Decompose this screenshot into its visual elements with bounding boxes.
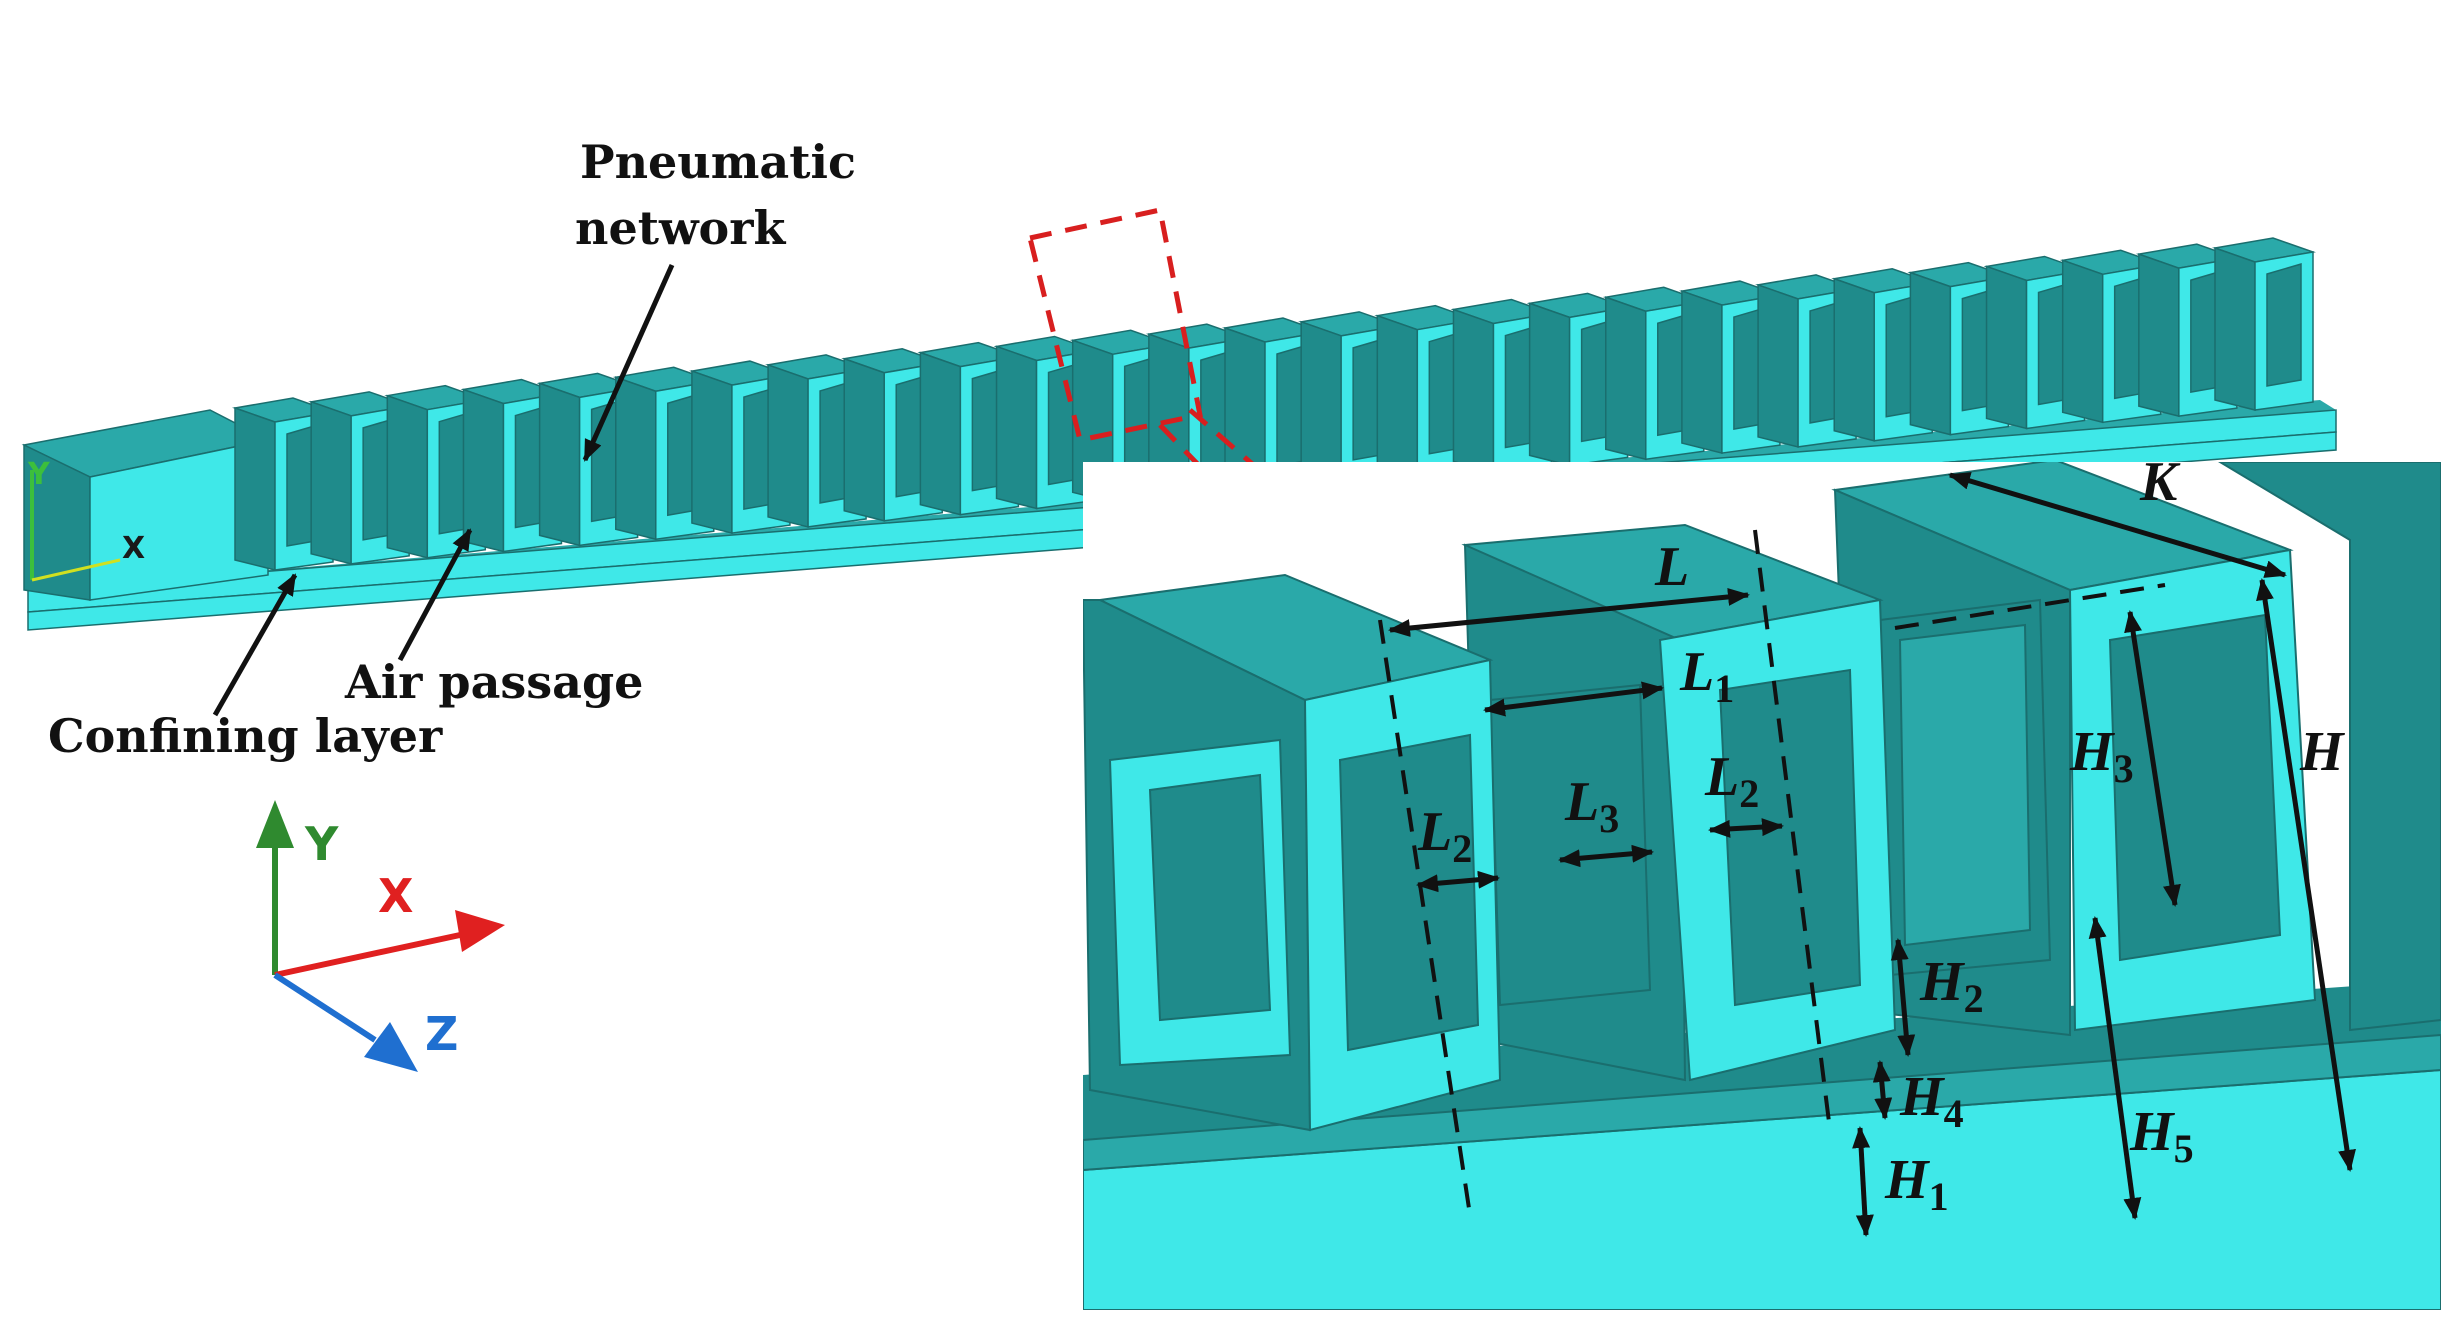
triad-z-label: Z [425, 1007, 458, 1061]
end-block-front [89, 439, 269, 601]
chamber-side [386, 394, 429, 559]
dim-L2-left: L2 [1417, 801, 1472, 871]
chamber-side [1605, 296, 1647, 461]
chamber-opening [2266, 262, 2302, 387]
dim-H3: H3 [2069, 721, 2134, 791]
chamber-side [1909, 271, 1952, 436]
chamber-side [843, 357, 885, 522]
dim-H: H [2299, 721, 2345, 783]
annotation-labels: Pneumatic network Air passage Confining … [48, 135, 856, 763]
chamber-side [310, 400, 352, 565]
dim-K: K [2139, 451, 2181, 513]
chamber-side [2138, 253, 2180, 418]
chamber-side [2061, 259, 2104, 424]
chamber-side [919, 351, 962, 516]
label-pneumatic-network-2: network [575, 201, 786, 255]
dim-L1: L1 [1679, 641, 1734, 711]
pneumatic-chambers [232, 237, 2316, 571]
chamber-side [1985, 265, 2028, 430]
dim-H1: H1 [1884, 1149, 1949, 1219]
chamber-side [767, 363, 809, 528]
chamber-side [1528, 302, 1571, 467]
chamber-side [691, 370, 733, 535]
arrow-pneumatic-network [582, 263, 675, 462]
chamber-side [1300, 320, 1342, 485]
dim-H2: H2 [1919, 951, 1984, 1021]
chamber-side [2214, 246, 2256, 411]
chamber-side [462, 388, 505, 553]
chamber-side [1757, 283, 1799, 448]
triad-y-label: Y [304, 817, 339, 871]
chamber-side [1833, 277, 1875, 442]
dim-L2-right: L2 [1704, 746, 1759, 816]
chamber-side [1452, 308, 1495, 473]
model-axis-triad: Y X [27, 457, 145, 582]
zoom-inset: L L1 L2 L3 L2 K H H3 H5 H2 H4 H1 [1083, 451, 2441, 1310]
chamber-side [234, 406, 276, 571]
model-triad-y: Y [27, 457, 51, 492]
dim-L: L [1654, 536, 1689, 598]
chamber-side [1681, 290, 1723, 455]
triad-x-label: X [378, 869, 413, 923]
inset-dimension-lines [1388, 472, 2356, 1237]
dim-H4: H4 [1899, 1066, 1964, 1136]
arrow-confining-layer [212, 573, 298, 717]
global-axis-triad: Y X Z [256, 800, 505, 1072]
dim-L3: L3 [1564, 771, 1619, 841]
chamber-side [615, 376, 657, 541]
arrow-air-passage [397, 528, 473, 662]
dim-H5: H5 [2129, 1101, 2194, 1171]
chamber-side [1376, 314, 1419, 479]
inset-chamber-left [1083, 573, 1502, 1132]
model-triad-x: X [122, 531, 145, 566]
chamber-side [995, 345, 1038, 510]
label-confining-layer: Confining layer [48, 709, 443, 763]
label-pneumatic-network-1: Pneumatic [580, 135, 856, 189]
inset-chamber-middle [1461, 523, 1897, 1082]
inset-dimension-labels: L L1 L2 L3 L2 K H H3 H5 H2 H4 H1 [1417, 451, 2345, 1219]
chamber-side [538, 382, 581, 547]
label-air-passage: Air passage [344, 655, 643, 709]
inset-dashed-lines [1378, 529, 2166, 1216]
